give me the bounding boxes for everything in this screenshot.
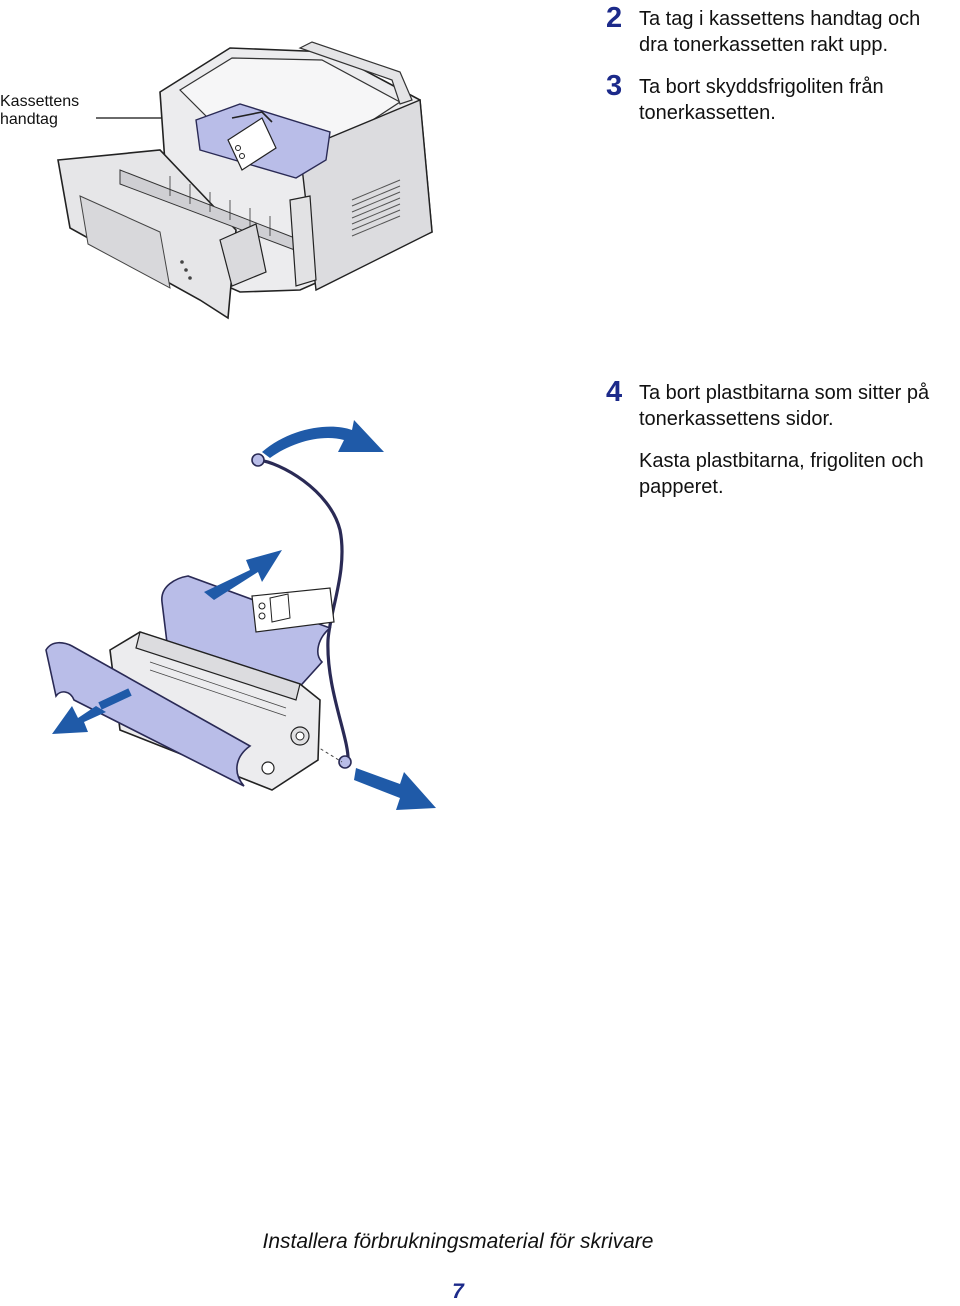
cartridge-removal-illustration — [45, 420, 436, 810]
footer-section-title: Installera förbrukningsmaterial för skri… — [262, 1230, 654, 1253]
step-3-line-2: tonerkassetten. — [639, 102, 776, 124]
step-3-line-1: Ta bort skyddsfrigoliten från — [639, 76, 884, 98]
step-4-line-1: Ta bort plastbitarna som sitter på — [639, 382, 930, 404]
step-4-extra-line-1: Kasta plastbitarna, frigoliten och — [639, 450, 924, 472]
page-number: 7 — [452, 1280, 464, 1303]
step-3-text: Ta bort skyddsfrigoliten från tonerkasse… — [639, 74, 884, 126]
callout-line-2: handtag — [0, 111, 58, 128]
cartridge-handle-callout: Kassettens handtag — [0, 93, 100, 129]
step-2-line-1: Ta tag i kassettens handtag och — [639, 8, 921, 30]
step-2-text: Ta tag i kassettens handtag och dra tone… — [639, 6, 920, 58]
step-4-text: Ta bort plastbitarna som sitter på toner… — [639, 380, 929, 432]
step-4-line-2: tonerkassettens sidor. — [639, 408, 834, 430]
printer-cartridge-illustration — [57, 41, 433, 320]
step-2-number: 2 — [606, 2, 623, 34]
step-4-extra-line-2: papperet. — [639, 476, 724, 498]
step-3-number: 3 — [606, 70, 623, 102]
step-4-extra-text: Kasta plastbitarna, frigoliten och pappe… — [639, 448, 924, 500]
step-4-number: 4 — [606, 376, 623, 408]
step-2-line-2: dra tonerkassetten rakt upp. — [639, 34, 889, 56]
callout-line-1: Kassettens — [0, 93, 80, 110]
